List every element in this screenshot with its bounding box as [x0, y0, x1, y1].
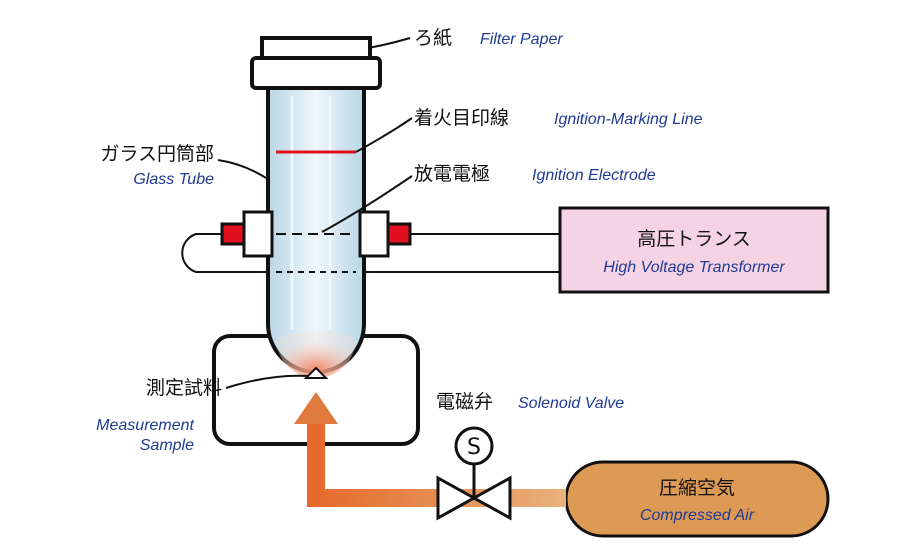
air-flow-arrowhead: [294, 392, 338, 424]
filter-paper: [260, 36, 372, 60]
leader-glass-tube: [217, 159, 267, 179]
label-glass-tube-jp: ガラス円筒部: [100, 143, 214, 165]
label-sample-en-2: Sample: [140, 437, 194, 454]
label-transformer-en: High Voltage Transformer: [603, 259, 785, 276]
solenoid-valve: S: [436, 426, 512, 521]
label-air-en: Compressed Air: [640, 507, 755, 524]
label-glass-tube-en: Glass Tube: [133, 171, 214, 188]
electrode-tip-left: [220, 222, 246, 246]
label-filter-paper-en: Filter Paper: [480, 31, 563, 48]
label-marking-line-en: Ignition-Marking Line: [554, 111, 703, 128]
leader-marking-line: [355, 117, 413, 153]
label-filter-paper-jp: ろ紙: [414, 27, 452, 49]
valve-symbol: S: [467, 435, 481, 460]
label-sample-jp: 測定試料: [146, 377, 222, 399]
label-sample-en-1: Measurement: [96, 417, 194, 434]
label-electrode-jp: 放電電極: [414, 163, 490, 185]
label-marking-line-jp: 着火目印線: [414, 107, 509, 129]
valve-actuator: [454, 426, 494, 466]
glass-tube: [266, 86, 366, 374]
label-electrode-en: Ignition Electrode: [532, 167, 656, 184]
electrode-wire-left: [181, 233, 560, 273]
valve-body-right: [470, 475, 512, 521]
valve-body: [436, 475, 478, 521]
leader-filter-paper: [367, 37, 411, 49]
electrode-holder-left: [242, 210, 274, 258]
leader-sample: [225, 374, 309, 389]
electrode-holder-right: [358, 210, 390, 258]
sample-mound: [303, 366, 329, 379]
transformer-box: [558, 206, 830, 294]
leader-electrode: [321, 175, 413, 233]
compressed-air-tank: [564, 460, 830, 538]
label-transformer-jp: 高圧トランス: [637, 228, 751, 250]
electrode-tip-right: [386, 222, 412, 246]
sample-flame: [276, 332, 356, 378]
label-air-jp: 圧縮空気: [659, 477, 735, 499]
tube-cap: [250, 56, 382, 90]
label-valve-en: Solenoid Valve: [518, 395, 624, 412]
label-valve-jp: 電磁弁: [436, 391, 493, 413]
